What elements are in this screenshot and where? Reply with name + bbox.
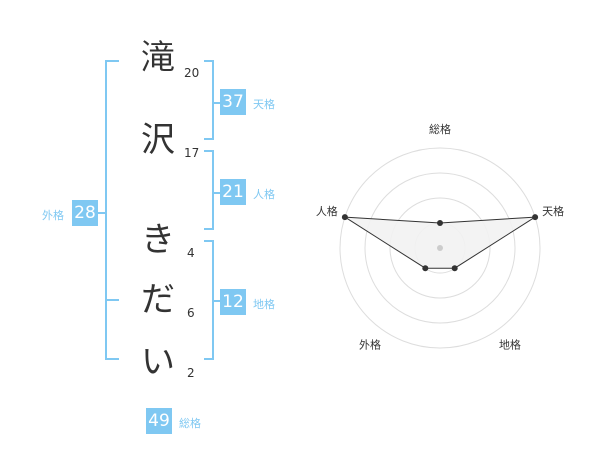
tenkaku-label: 天格 [253, 98, 275, 111]
stroke-count-4: 6 [187, 306, 195, 320]
radar-point-2 [532, 214, 539, 221]
radar-point-4 [422, 265, 429, 272]
gaikaku-value: 28 [72, 200, 98, 226]
tenkaku-value: 37 [220, 89, 246, 115]
gaikaku-label: 外格 [42, 209, 64, 222]
stroke-count-5: 2 [187, 366, 195, 380]
radar-point-3 [451, 265, 458, 272]
soukaku-label: 総格 [179, 417, 201, 430]
stroke-count-2: 17 [184, 146, 200, 160]
name-char-3: き [141, 220, 175, 260]
radar-center-point [437, 245, 443, 251]
name-char-4: だ [141, 280, 175, 320]
radar-polygon [344, 216, 536, 269]
radar-axis-label-3: 地格 [499, 337, 521, 351]
name-char-5: い [141, 342, 175, 382]
radar-point-1 [437, 220, 443, 226]
chikaku-value: 12 [220, 289, 246, 315]
radar-ring-3 [364, 172, 516, 324]
stroke-count-3: 4 [187, 246, 195, 260]
jinkaku-label: 人格 [253, 188, 275, 201]
chikaku-label: 地格 [253, 298, 275, 311]
radar-ring-2 [389, 197, 491, 299]
jinkaku-value: 21 [220, 179, 246, 205]
radar-axis-label-5: 人格 [316, 204, 338, 218]
name-char-2: 沢 [141, 120, 175, 160]
stroke-count-1: 20 [184, 66, 200, 80]
radar-axis-label-2: 天格 [542, 204, 564, 218]
radar-axis-label-4: 外格 [359, 337, 381, 351]
radar-point-5 [341, 214, 348, 221]
name-char-1: 滝 [141, 38, 175, 78]
radar-ring-4 [339, 147, 541, 349]
radar-axis-label-1: 総格 [429, 122, 451, 136]
soukaku-value: 49 [146, 408, 172, 434]
